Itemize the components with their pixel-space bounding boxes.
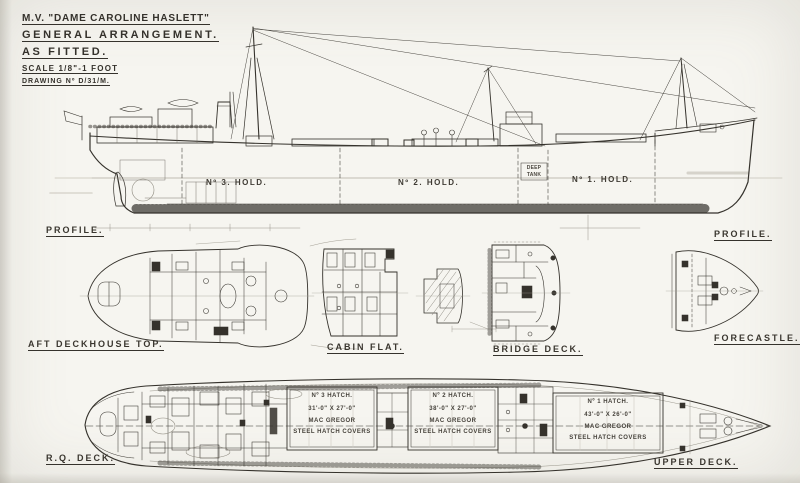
- hatch-2-covers: STEEL HATCH COVERS: [414, 429, 492, 435]
- hold-2-label: Nº 2. HOLD.: [398, 178, 460, 187]
- hatch-3-maker: MAC GREGOR: [308, 418, 356, 424]
- profile-label-left: PROFILE.: [46, 225, 104, 237]
- hatch-3-covers: STEEL HATCH COVERS: [293, 429, 371, 435]
- hatch-3-size: 31'-0" X 27'-0": [308, 406, 356, 412]
- vessel-name: M.V. "DAME CAROLINE HASLETT": [22, 13, 210, 25]
- hold-3-label: Nº 3. HOLD.: [206, 178, 268, 187]
- deck-plan-linework: [84, 378, 772, 474]
- drawing-type: GENERAL ARRANGEMENT.: [22, 29, 219, 42]
- hatch-1-covers: STEEL HATCH COVERS: [569, 435, 647, 441]
- profile-label-right: PROFILE.: [714, 229, 772, 241]
- hatch-2-text: Nº 2 HATCH. 38'-0" X 27'-0" MAC GREGOR S…: [408, 393, 498, 435]
- aft-deckhouse-top-label: AFT DECKHOUSE TOP.: [28, 339, 164, 351]
- hatch-3-name: Nº 3 HATCH.: [311, 393, 353, 399]
- profile-linework: [49, 26, 783, 241]
- hatch-2-maker: MAC GREGOR: [429, 418, 477, 424]
- hatch-1-text: Nº 1 HATCH. 43'-0" X 26'-0" MAC GREGOR S…: [553, 399, 663, 441]
- upper-deck-label: UPPER DECK.: [654, 457, 738, 469]
- cabin-flat-label: CABIN FLAT.: [327, 342, 404, 354]
- hatch-1-maker: MAC GREGOR: [584, 424, 632, 430]
- bridge-deck-label: BRIDGE DECK.: [493, 344, 583, 356]
- drawing-scale: SCALE 1/8"-1 FOOT: [22, 64, 119, 74]
- drawing-status: AS FITTED.: [22, 46, 108, 59]
- title-block: M.V. "DAME CAROLINE HASLETT" GENERAL ARR…: [22, 13, 219, 86]
- mid-plans-linework: [79, 238, 764, 350]
- hold-1-label: Nº 1. HOLD.: [572, 175, 634, 184]
- rq-deck-label: R.Q. DECK.: [46, 453, 116, 465]
- hatch-3-text: Nº 3 HATCH. 31'-0" X 27'-0" MAC GREGOR S…: [287, 393, 377, 435]
- hatch-2-name: Nº 2 HATCH.: [432, 393, 474, 399]
- hatch-2-size: 38'-0" X 27'-0": [429, 406, 477, 412]
- forecastle-label: FORECASTLE.: [714, 333, 800, 345]
- deep-tank-label: DEEP TANK: [526, 165, 542, 178]
- drawing-number: DRAWING Nº D/31/M.: [22, 78, 110, 86]
- hatch-1-name: Nº 1 HATCH.: [587, 399, 629, 405]
- hatch-1-size: 43'-0" X 26'-0": [584, 412, 632, 418]
